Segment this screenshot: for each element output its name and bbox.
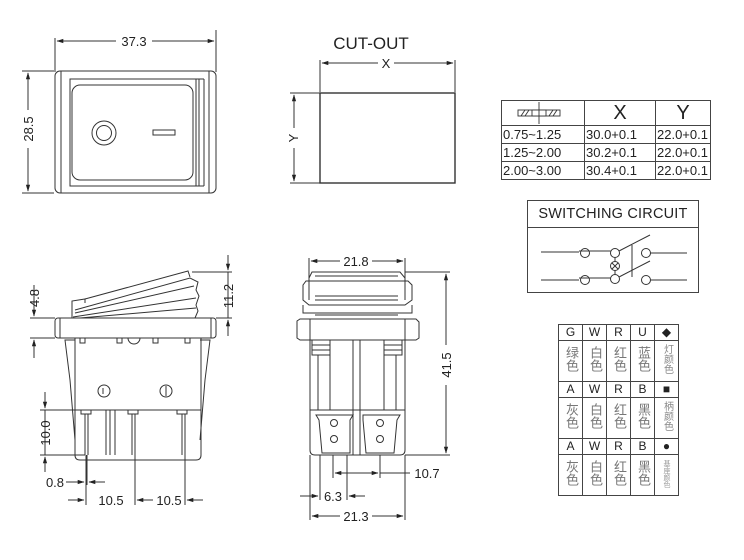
front-view [22, 30, 217, 194]
pin-length-dim: 10.0 [38, 420, 53, 445]
x-cell: 30.2+0.1 [584, 143, 656, 162]
color-code: U [630, 324, 655, 341]
spec-row: 0.75~1.25 30.0+0.1 22.0+0.1 [501, 125, 711, 144]
color-name: 黑色 [635, 459, 650, 486]
color-code: R [606, 438, 631, 455]
y-cell: 22.0+0.1 [655, 125, 711, 144]
y-header: Y [655, 100, 711, 126]
pin-width-dim: 0.8 [46, 475, 64, 490]
color-code: R [606, 324, 631, 341]
thickness-cell: 1.25~2.00 [501, 143, 585, 162]
color-code: W [582, 324, 607, 341]
spec-table-header: X Y [501, 100, 711, 126]
diamond-icon: ◆ [654, 324, 679, 341]
end-view [296, 258, 450, 520]
switching-circuit-diagram [541, 234, 687, 285]
y-cell: 22.0+0.1 [655, 143, 711, 162]
circle-icon: ● [654, 438, 679, 455]
total-height-dim: 41.5 [439, 352, 454, 377]
pitch-dim-2: 10.5 [156, 493, 181, 508]
thickness-header [501, 100, 585, 126]
color-name: 灰色 [563, 402, 578, 429]
color-code: G [558, 324, 583, 341]
spec-row: 2.00~3.00 30.4+0.1 22.0+0.1 [501, 161, 711, 180]
front-width-dim: 37.3 [121, 34, 146, 49]
color-name: 蓝色 [635, 345, 650, 372]
cutout-view [290, 60, 456, 184]
cutout-title: CUT-OUT [333, 34, 409, 53]
color-name: 红色 [611, 459, 626, 486]
rocker-dim: 4.8 [27, 289, 42, 307]
color-name: 灰色 [563, 459, 578, 486]
color-code: R [606, 381, 631, 398]
color-name: 白色 [587, 345, 602, 372]
cutout-spec-table: X Y 0.75~1.25 30.0+0.1 22.0+0.1 1.25~2.0… [501, 100, 711, 180]
color-name-row: 绿色 白色 红色 蓝色 灯颜色 [558, 340, 679, 382]
color-name-row: 灰色 白色 红色 黑色 基座颜色 [558, 454, 679, 496]
thickness-cell: 0.75~1.25 [501, 125, 585, 144]
color-code: A [558, 438, 583, 455]
cutout-x-label: X [382, 56, 391, 71]
square-icon: ■ [654, 381, 679, 398]
y-cell: 22.0+0.1 [655, 161, 711, 180]
switching-circuit-box: SWITCHING CIRCUIT [527, 200, 699, 293]
color-name: 白色 [587, 459, 602, 486]
cutout-y-label: Y [286, 133, 301, 142]
pitch-dim-1: 10.5 [98, 493, 123, 508]
part-name: 基座颜色 [663, 459, 671, 488]
height-dim: 11.2 [221, 284, 236, 308]
code-row: A W R B ● [558, 438, 679, 455]
color-name: 黑色 [635, 402, 650, 429]
color-name: 绿色 [563, 345, 578, 372]
front-height-dim: 28.5 [21, 116, 36, 141]
part-name: 灯颜色 [661, 344, 673, 374]
end-top-dim: 21.8 [343, 254, 368, 269]
x-header: X [584, 100, 656, 126]
color-name: 红色 [611, 402, 626, 429]
code-row: G W R U ◆ [558, 324, 679, 341]
thickness-cell: 2.00~3.00 [501, 161, 585, 180]
side-view [30, 255, 232, 505]
x-cell: 30.0+0.1 [584, 125, 656, 144]
color-code: B [630, 438, 655, 455]
color-code: W [582, 438, 607, 455]
spec-row: 1.25~2.00 30.2+0.1 22.0+0.1 [501, 143, 711, 162]
color-code: A [558, 381, 583, 398]
color-name-row: 灰色 白色 红色 黑色 柄颜色 [558, 397, 679, 439]
color-code: W [582, 381, 607, 398]
color-name: 红色 [611, 345, 626, 372]
terminal-dim: 10.7 [414, 466, 439, 481]
code-row: A W R B ■ [558, 381, 679, 398]
offset-dim: 6.3 [324, 489, 342, 504]
color-code: B [630, 381, 655, 398]
x-cell: 30.4+0.1 [584, 161, 656, 180]
part-name: 柄颜色 [661, 401, 673, 431]
color-code-table: G W R U ◆ 绿色 白色 红色 蓝色 灯颜色 A W R B ■ 灰色 白… [558, 324, 679, 496]
end-bottom-dim: 21.3 [343, 509, 368, 524]
color-name: 白色 [587, 402, 602, 429]
switching-circuit-title: SWITCHING CIRCUIT [528, 201, 698, 228]
